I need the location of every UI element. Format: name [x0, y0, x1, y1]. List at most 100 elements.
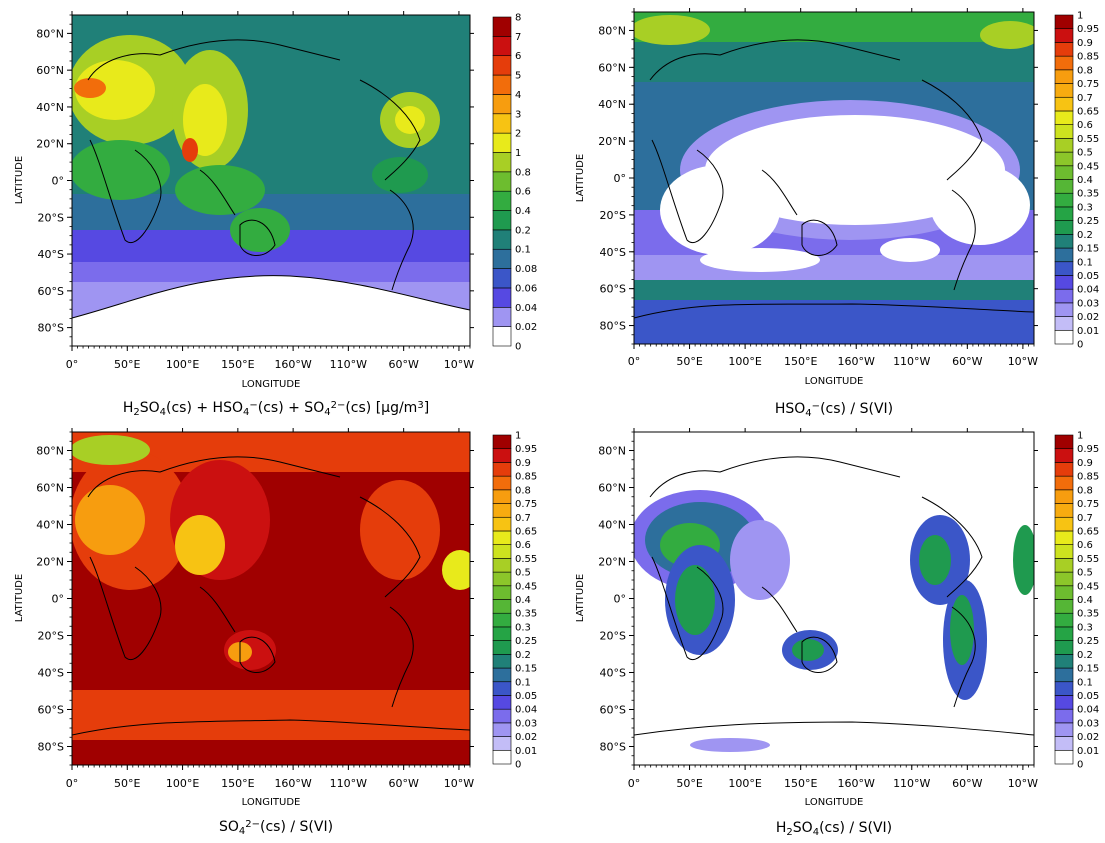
y-tick-label: 20°S	[38, 211, 64, 224]
colorbar-label: 0.45	[1077, 581, 1099, 592]
colorbar-label: 0.2	[1077, 230, 1093, 241]
colorbar-swatch	[492, 736, 512, 751]
colorbar-label: 0.6	[1077, 540, 1093, 551]
colorbar-label: 0	[515, 760, 521, 771]
colorbar-label: 0	[1077, 760, 1083, 771]
colorbar-label: 0.1	[1077, 677, 1093, 688]
colorbar-swatch	[492, 74, 512, 95]
colorbar-swatch	[492, 558, 512, 573]
colorbar-label: 0.03	[1077, 718, 1099, 729]
colorbar-label: 0.8	[515, 167, 531, 178]
colorbar-label: 0.4	[515, 206, 531, 217]
x-axis-label-3: LONGITUDE	[805, 797, 864, 808]
coastlines-3	[634, 456, 1034, 736]
colorbar-label: 0.75	[1077, 499, 1099, 510]
colorbar-swatch	[1054, 316, 1074, 331]
colorbar-swatch	[1054, 110, 1074, 125]
title-part: (cs) / S(VI)	[260, 819, 333, 835]
colorbar-swatch	[1054, 261, 1074, 276]
colorbar-swatch	[492, 544, 512, 559]
colorbar-swatch	[492, 190, 512, 211]
colorbar-swatch	[1054, 558, 1074, 573]
colorbar-swatch	[1054, 42, 1074, 57]
title-part: (cs) + SO	[258, 400, 324, 416]
colorbar-swatch	[492, 248, 512, 269]
y-tick-label: 60°N	[36, 64, 64, 77]
x-tick-label: 150°E	[221, 358, 254, 371]
title-part: 4	[243, 407, 249, 418]
colorbar-swatch	[1054, 329, 1074, 345]
colorbar-swatch	[1054, 55, 1074, 71]
y-tick-label: 20°N	[598, 556, 626, 569]
title-part: 4	[239, 826, 245, 837]
y-tick-label: 80°S	[600, 741, 626, 754]
colorbar-swatch	[1054, 220, 1074, 235]
colorbar-label: 0.25	[1077, 636, 1099, 647]
colorbar-label: 0.05	[515, 691, 537, 702]
y-tick-label: 20°S	[600, 209, 626, 222]
colorbar-label: 0.15	[1077, 244, 1099, 255]
y-tick-label: 80°N	[36, 445, 64, 458]
y-tick-label: 60°N	[598, 482, 626, 495]
y-tick-label: 60°S	[38, 285, 64, 298]
colorbar-swatch	[1054, 722, 1074, 737]
y-tick-label: 40°N	[36, 519, 64, 532]
colorbar-swatch	[1054, 530, 1074, 545]
colorbar-label: 0	[1077, 340, 1083, 351]
title-part: −	[249, 400, 257, 411]
colorbar-label: 0.7	[1077, 93, 1093, 104]
x-tick-label: 60°W	[388, 777, 418, 790]
y-axis-label-2: LATITUDE	[14, 574, 25, 622]
y-ticks-0: 80°N60°N40°N20°N0°20°S40°S60°S80°S	[36, 14, 474, 347]
y-tick-label: 40°S	[600, 246, 626, 259]
colorbar-label: 0.45	[1077, 161, 1099, 172]
x-tick-label: 60°W	[952, 355, 982, 368]
title-part: 3	[417, 400, 423, 411]
colorbar-swatch	[492, 749, 512, 765]
colorbar-label: 0.4	[1077, 595, 1093, 606]
colorbar-swatch	[1054, 138, 1074, 153]
y-tick-label: 0°	[52, 175, 65, 188]
colorbar-label: 0.9	[1077, 38, 1093, 49]
y-tick-label: 0°	[614, 172, 627, 185]
colorbar-swatch	[1054, 626, 1074, 641]
colorbar-label: 0.5	[1077, 568, 1093, 579]
y-tick-label: 0°	[614, 593, 627, 606]
y-tick-label: 0°	[52, 593, 65, 606]
coastlines-1	[634, 39, 1034, 319]
colorbar-swatch	[1054, 448, 1074, 463]
colorbar-swatch	[492, 722, 512, 737]
colorbar-swatch	[492, 152, 512, 173]
colorbar-swatch	[492, 434, 512, 450]
colorbar-swatch	[1054, 288, 1074, 304]
title-part: HSO	[775, 401, 805, 417]
colorbar-label: 0.9	[515, 458, 531, 469]
colorbar-label: 0.01	[1077, 326, 1099, 337]
colorbar-label: 0.08	[515, 264, 537, 275]
colorbar-swatch	[492, 229, 512, 250]
colorbar-label: 0.35	[1077, 609, 1099, 620]
x-axis-label-0: LONGITUDE	[242, 379, 301, 390]
colorbar-swatch	[1054, 14, 1074, 30]
colorbar-label: 0.02	[515, 732, 537, 743]
colorbar-swatch	[1054, 475, 1074, 491]
x-tick-label: 100°E	[728, 355, 761, 368]
colorbar-label: 0.5	[515, 568, 531, 579]
x-tick-label: 10°W	[1008, 777, 1038, 790]
x-tick-label: 150°E	[784, 355, 817, 368]
x-tick-label: 100°E	[728, 777, 761, 790]
colorbar-label: 1	[1077, 431, 1083, 442]
colorbar-label: 0.9	[1077, 458, 1093, 469]
colorbar-label: 0.1	[1077, 257, 1093, 268]
title-part: 4	[160, 407, 166, 418]
y-ticks-2: 80°N60°N40°N20°N0°20°S40°S60°S80°S	[36, 431, 474, 766]
colorbar-label: 0.04	[1077, 705, 1099, 716]
title-part: 2	[786, 827, 792, 838]
colorbar-swatch	[492, 268, 512, 289]
colorbar-swatch	[492, 667, 512, 683]
title-part: 2	[133, 407, 139, 418]
colorbar-label: 0.65	[1077, 106, 1099, 117]
